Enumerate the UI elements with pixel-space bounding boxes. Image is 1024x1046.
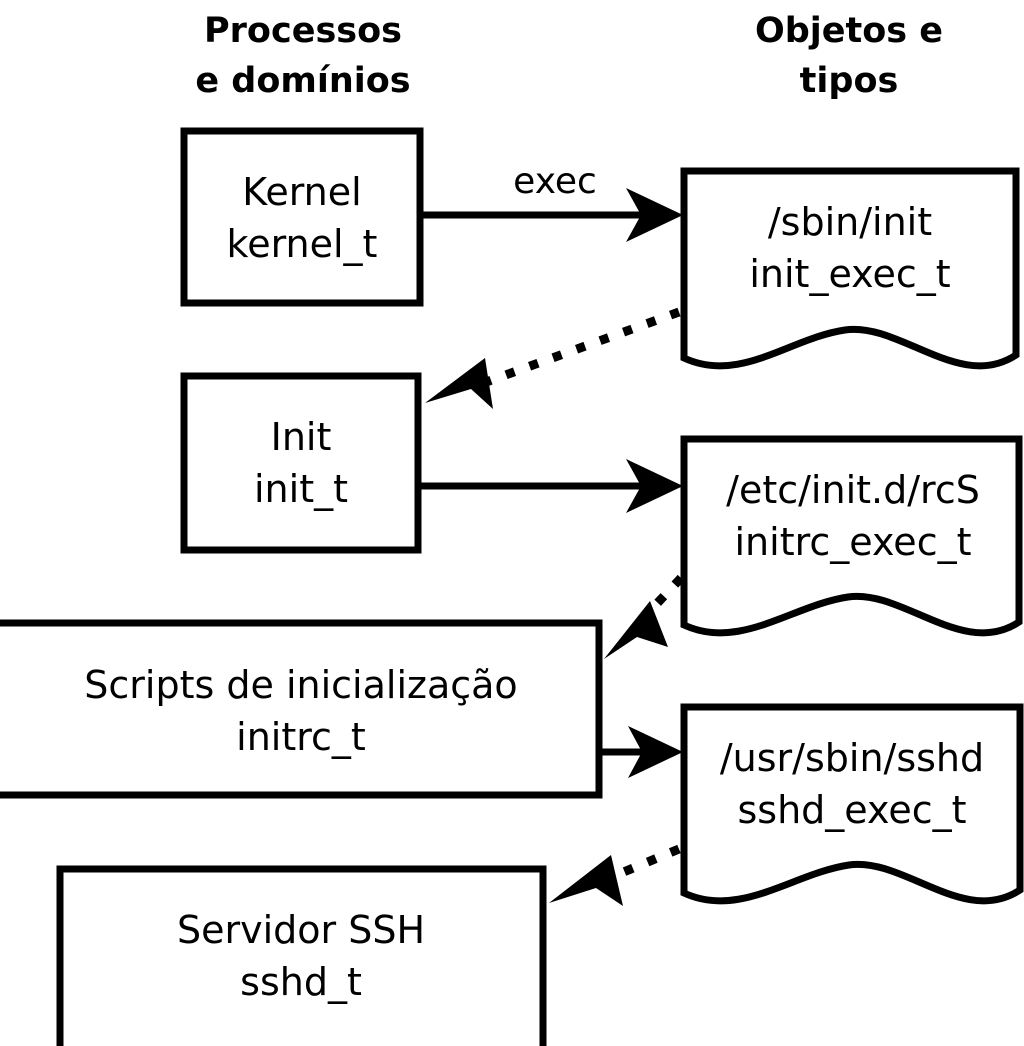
process-node-init-box[interactable] <box>180 372 422 554</box>
process-node-sshd[interactable]: Servidor SSH sshd_t <box>56 865 547 1046</box>
object-node-initrc-exec-document-shape[interactable] <box>680 435 1023 637</box>
object-node-initrc-exec-line2: initrc_exec_t <box>735 520 972 564</box>
object-node-sshd-exec-line1: /usr/sbin/sshd <box>720 736 984 780</box>
object-node-sshd-exec[interactable]: /usr/sbin/sshd sshd_exec_t <box>680 703 1024 905</box>
object-node-init-exec-document-shape[interactable] <box>680 167 1020 370</box>
arrowhead-icon <box>604 601 668 659</box>
process-node-kernel-line1: Kernel <box>242 170 361 214</box>
process-node-init-line2: init_t <box>254 467 348 511</box>
edge-init-exec-initrc-exec <box>420 459 683 513</box>
edge-sshd-exec-transition-sshd <box>549 844 681 906</box>
edge-line <box>476 307 681 390</box>
process-node-sshd-line2: sshd_t <box>240 960 362 1004</box>
process-node-init[interactable]: Init init_t <box>180 372 422 554</box>
edge-initrc-exec-sshd-exec <box>602 726 683 778</box>
edge-init-exec-transition-init <box>425 307 681 409</box>
left-column-header-line1: Processos <box>204 11 402 51</box>
process-node-initrc-box[interactable] <box>0 619 603 799</box>
left-column-header: Processos e domínios <box>195 11 410 101</box>
arrowhead-icon <box>628 726 683 778</box>
object-node-initrc-exec-line1: /etc/init.d/rcS <box>726 468 980 512</box>
object-node-init-exec[interactable]: /sbin/init init_exec_t <box>680 167 1020 370</box>
object-node-sshd-exec-document-shape[interactable] <box>680 703 1024 905</box>
object-node-sshd-exec-line2: sshd_exec_t <box>737 788 966 832</box>
edge-initrc-exec-transition-initrc <box>604 574 685 659</box>
edge-kernel-exec-init-exec: exec <box>422 161 683 242</box>
process-node-initrc-line2: initrc_t <box>236 715 366 759</box>
right-column-header-line2: tipos <box>800 61 899 101</box>
process-node-sshd-box[interactable] <box>56 865 547 1046</box>
arrowhead-icon <box>626 459 683 513</box>
edge-line <box>644 574 685 617</box>
arrowhead-icon <box>626 188 683 242</box>
process-node-kernel[interactable]: Kernel kernel_t <box>180 127 424 307</box>
left-column-header-line2: e domínios <box>195 61 410 101</box>
process-node-kernel-box[interactable] <box>180 127 424 307</box>
process-node-init-line1: Init <box>271 415 332 459</box>
right-column-header: Objetos e tipos <box>755 11 943 101</box>
object-node-initrc-exec[interactable]: /etc/init.d/rcS initrc_exec_t <box>680 435 1023 637</box>
right-column-header-line1: Objetos e <box>755 11 943 51</box>
edge-label-exec: exec <box>513 161 597 202</box>
process-node-sshd-line1: Servidor SSH <box>177 908 425 952</box>
process-node-initrc-line1: Scripts de inicialização <box>84 663 517 707</box>
arrowhead-icon <box>425 358 493 409</box>
process-node-initrc[interactable]: Scripts de inicialização initrc_t <box>0 619 603 799</box>
process-node-kernel-line2: kernel_t <box>227 222 378 266</box>
object-node-init-exec-line1: /sbin/init <box>768 200 932 244</box>
object-node-init-exec-line2: init_exec_t <box>749 252 950 296</box>
arrowhead-icon <box>549 855 623 906</box>
edge-line <box>612 844 681 881</box>
